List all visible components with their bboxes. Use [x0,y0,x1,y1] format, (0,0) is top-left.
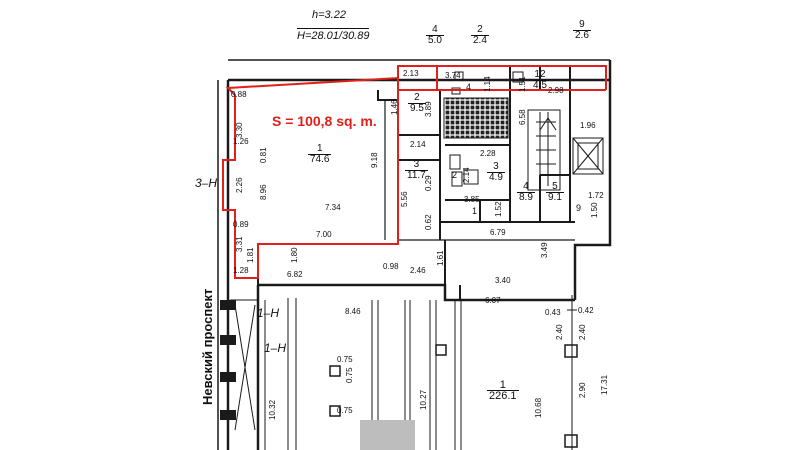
dim-1-14: 1.14 [483,76,492,92]
entrance-1h-a: 1–H [257,306,280,320]
dim-1-46: 1.46 [390,99,399,115]
dim-1-72: 1.72 [588,191,604,200]
dim-6-07: 6.07 [485,296,501,305]
dim-3-40: 3.40 [495,276,511,285]
dim-7-34: 7.34 [325,203,341,212]
room-4-top: 4 [466,82,472,92]
dim-2-14a: 2.14 [410,140,426,149]
dim-1-26: 1.26 [233,137,249,146]
dim-2-13: 2.13 [403,69,419,78]
dim-2-26: 2.26 [235,177,244,193]
dim-6-58: 6.58 [518,109,527,125]
wall-piers [220,300,236,420]
dim-6-82: 6.82 [287,270,303,279]
height-label: h=3.22 [312,9,346,21]
dim-2-90: 2.90 [578,382,587,398]
dim-0-75a: 0.75 [337,355,353,364]
highlighted-unit [222,65,607,279]
dim-9-18: 9.18 [370,152,379,168]
dim-1-80: 1.80 [290,247,299,263]
dim-0-81: 0.81 [259,147,268,163]
dim-1-96: 1.96 [580,121,596,130]
dim-3-30: 3.30 [235,122,244,138]
dim-0-75c: 0.75 [337,406,353,415]
street-label: Невский проспект [200,288,215,405]
dim-3-31: 3.31 [235,236,244,252]
dim-6-79: 6.79 [490,228,506,237]
room-1-small: 1 [472,206,478,216]
elevation-label: H=28.01/30.89 [297,28,370,42]
dim-2-40b: 2.40 [578,324,587,340]
dim-0-62: 0.62 [424,214,433,230]
hall-lines [230,298,462,450]
dim-3-74: 3.74 [445,71,461,80]
dim-2-46: 2.46 [410,266,426,275]
dim-1-61: 1.61 [436,250,445,266]
dim-5-56: 5.56 [400,191,409,207]
dim-2-40a: 2.40 [555,324,564,340]
outer-walls [217,59,612,450]
dim-7-00: 7.00 [316,230,332,239]
dim-2-98: 2.98 [548,86,564,95]
dim-3-89: 3.89 [424,101,433,117]
area-text: S = 100,8 sq. m. [272,113,377,129]
dim-0-29: 0.29 [424,175,433,191]
dim-1-81: 1.81 [246,247,255,263]
dim-17-31: 17.31 [600,374,609,395]
columns [329,344,578,450]
dim-1-28: 1.28 [233,266,249,275]
dim-0-42: 0.42 [578,306,594,315]
dim-0-75b: 0.75 [345,367,354,383]
dim-3-85: 3.85 [464,195,480,204]
dim-0-89: 0.89 [233,220,249,229]
stairwell [527,109,604,191]
dim-2-14b: 2.14 [462,167,471,183]
dim-0-98: 0.98 [383,262,399,271]
dim-10-27: 10.27 [419,389,428,410]
dim-1-51: 1.51 [518,76,527,92]
dim-10-32: 10.32 [268,399,277,420]
interior-walls [257,65,575,300]
room-2-small: 2 [452,170,458,180]
dim-1-50: 1.50 [590,202,599,218]
dim-10-68: 10.68 [534,397,543,418]
dim-8-96: 8.96 [259,184,268,200]
dim-3-49: 3.49 [540,242,549,258]
dim-8-46: 8.46 [345,307,361,316]
dim-2-28: 2.28 [480,149,496,158]
room-9-side: 9 [576,203,582,213]
fixtures [449,71,524,187]
dim-0-88: 0.88 [231,90,247,99]
dim-1-52: 1.52 [494,201,503,217]
dim-0-43: 0.43 [545,308,561,317]
entrance-1h-b: 1–H [264,341,287,355]
entrance-3h: 3–H [195,176,218,190]
